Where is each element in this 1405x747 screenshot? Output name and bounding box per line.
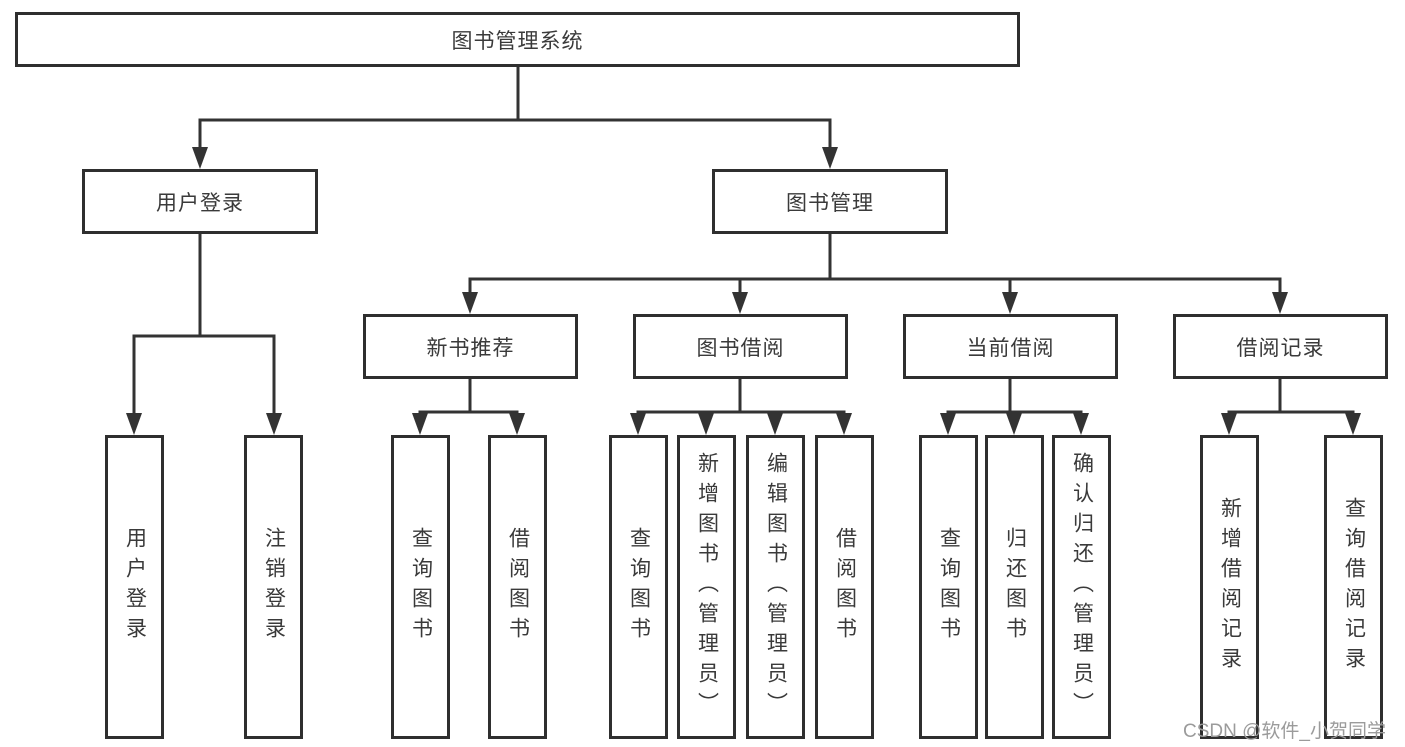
node-book-management: 图书管理 (712, 169, 948, 234)
node-borrow-records: 借阅记录 (1173, 314, 1388, 379)
node-label: 归还图书 (1003, 527, 1027, 647)
node-label: 查询借阅记录 (1342, 497, 1366, 677)
leaf-query-borrow-record: 查询借阅记录 (1324, 435, 1383, 739)
node-new-book-recommend: 新书推荐 (363, 314, 578, 379)
node-label: 编辑图书（管理员） (764, 452, 788, 722)
leaf-confirm-return-admin: 确认归还（管理员） (1052, 435, 1111, 739)
node-label: 确认归还（管理员） (1070, 452, 1094, 722)
leaf-borrow-books: 借阅图书 (815, 435, 874, 739)
node-label: 借阅图书 (506, 527, 530, 647)
node-label: 查询图书 (627, 527, 651, 647)
node-label: 借阅图书 (833, 527, 857, 647)
node-label: 新增借阅记录 (1218, 497, 1242, 677)
csdn-watermark: CSDN @软件_小贺同学 (1183, 721, 1386, 742)
arrowheads (126, 147, 1361, 435)
leaf-add-book-admin: 新增图书（管理员） (677, 435, 736, 739)
leaf-query-books-newbook: 查询图书 (391, 435, 450, 739)
node-book-borrow: 图书借阅 (633, 314, 848, 379)
node-label: 新增图书（管理员） (695, 452, 719, 722)
leaf-logout: 注销登录 (244, 435, 303, 739)
leaf-user-login: 用户登录 (105, 435, 164, 739)
node-label: 用户登录 (123, 527, 147, 647)
node-label: 注销登录 (262, 527, 286, 647)
leaf-return-book: 归还图书 (985, 435, 1044, 739)
leaf-edit-book-admin: 编辑图书（管理员） (746, 435, 805, 739)
leaf-add-borrow-record: 新增借阅记录 (1200, 435, 1259, 739)
node-label: 查询图书 (409, 527, 433, 647)
leaf-borrow-books-newbook: 借阅图书 (488, 435, 547, 739)
leaf-query-books-borrow: 查询图书 (609, 435, 668, 739)
node-current-borrow: 当前借阅 (903, 314, 1118, 379)
node-root: 图书管理系统 (15, 12, 1020, 67)
node-user-login: 用户登录 (82, 169, 318, 234)
node-label: 查询图书 (937, 527, 961, 647)
leaf-query-books-current: 查询图书 (919, 435, 978, 739)
